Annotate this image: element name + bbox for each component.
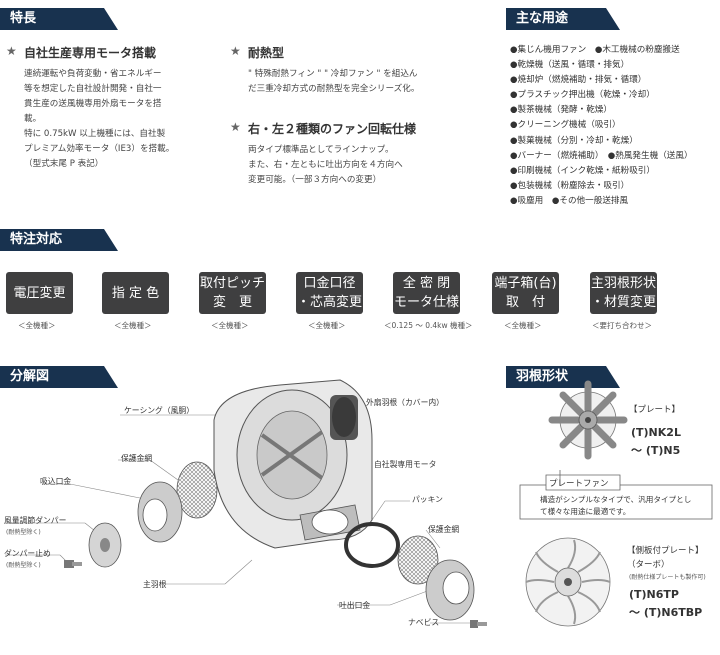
outlet-flange-drawing <box>425 559 475 621</box>
leader-lines <box>5 403 470 624</box>
plate-fan-callout <box>519 484 713 520</box>
uses-banner: 主な用途 <box>506 8 620 30</box>
blade-banner: 羽根形状 <box>506 366 620 388</box>
option-note: ＜全機種＞ <box>504 321 542 330</box>
list-item: ●クリーニング機械（吸引） <box>510 120 621 131</box>
turbo-model2: ～ (T)N6TBP <box>629 606 703 619</box>
blade-title: 羽根形状 <box>516 369 569 384</box>
option-note: ＜全機種＞ <box>211 321 249 330</box>
turbo-tag: 【側板付プレート】 <box>627 546 704 556</box>
feature2-heading: 耐熱型 <box>248 46 285 60</box>
option-flange-size: 口金口径 ・芯高変更 <box>296 272 363 314</box>
exploded-banner: 分解図 <box>0 366 118 388</box>
list-item: ●バーナー（燃焼補助） ●熱風発生機（送風） <box>510 150 693 161</box>
uses-title: 主な用途 <box>516 11 569 26</box>
packing-drawing <box>344 522 400 568</box>
bolt-drawing <box>470 620 487 628</box>
turbo-model1: (T)N6TP <box>629 588 679 601</box>
damper-drawing <box>88 522 122 568</box>
list-item: ●焼却炉（燃焼補助・排気・循環） <box>510 75 647 86</box>
list-item: ●製茶機械（発酵・乾燥） <box>510 105 613 116</box>
option-note: ＜全機種＞ <box>308 321 346 330</box>
list-item: ●プラスチック押出機（乾燥・冷却） <box>510 90 655 101</box>
turbo-sub: （ターボ） <box>627 560 670 570</box>
features-banner: 特長 <box>0 8 118 30</box>
label-damper-stop: ダンパー止め <box>4 549 51 558</box>
plate-fan-desc2: て様々な用途に最適です。 <box>540 507 631 516</box>
option-note: ＜0.125 ～ 0.4kw 機種＞ <box>384 321 473 330</box>
label-bolt: ナベビス <box>408 618 440 627</box>
label-damper-stop-note: (耐熱型除く) <box>6 562 41 569</box>
list-item: ●包装機械（粉塵除去・吸引） <box>510 180 630 191</box>
option-mount-pitch: 取付ピッチ 変 更 <box>199 272 266 314</box>
exploded-title: 分解図 <box>10 369 50 384</box>
list-item: ●集じん機用ファン ●木工機械の粉塵搬送 <box>510 45 680 55</box>
option-note: ＜要打ち合わせ＞ <box>592 321 652 330</box>
option-enclosed-motor: 全 密 閉 モータ仕様 <box>393 272 460 314</box>
option-blade-material: 主羽根形状 ・材質変更 <box>590 272 657 314</box>
uses-list: ●集じん機用ファン ●木工機械の粉塵搬送 ●乾燥機（送風・循環・排気） ●焼却炉… <box>510 43 720 209</box>
special-title: 特注対応 <box>10 232 63 247</box>
plate-fan-drawing <box>548 380 628 460</box>
features-title: 特長 <box>10 11 37 26</box>
casing-drawing <box>213 379 373 549</box>
damper-stop-drawing <box>64 560 82 568</box>
label-packing: パッキン <box>412 495 443 504</box>
label-outlet-flange: 吐出口金 <box>339 601 371 610</box>
label-motor: 自社製専用モータ <box>374 460 437 469</box>
list-item: ●製菓機械（分別・冷却・乾燥） <box>510 135 638 146</box>
label-inlet-flange: 吸込口金 <box>40 477 72 486</box>
feature3-heading: 右・左２種類のファン回転仕様 <box>248 122 417 136</box>
feature2-text: " 特殊耐熱フィン " " 冷却ファン " を組込ん だ三重冷却方式の耐熱型を完… <box>248 69 420 94</box>
feature1-heading: 自社生産専用モータ搭載 <box>24 46 157 60</box>
guard-net-outlet <box>397 535 439 585</box>
option-note: ＜全機種＞ <box>114 321 152 330</box>
option-color: 指 定 色 <box>102 272 169 314</box>
turbo-note: (耐熱仕様プレートも製作可) <box>629 574 706 581</box>
plate-fan-desc1: 構造がシンプルなタイプで、汎用タイプとし <box>540 495 692 504</box>
label-guard-net-inlet: 保護金網 <box>121 454 153 463</box>
plate-fan-title: プレートファン <box>549 479 609 489</box>
list-item: ●印刷機械（インク乾燥・紙粉吸引） <box>510 165 655 176</box>
label-main-fan: 主羽根 <box>143 580 167 589</box>
label-outer-fan: 外扇羽根（カバー内） <box>366 398 444 407</box>
star-icon: ★ <box>230 44 241 58</box>
label-guard-net-outlet: 保護金網 <box>428 525 460 534</box>
label-damper: 風量調節ダンパー <box>4 516 67 525</box>
option-note: ＜全機種＞ <box>18 321 56 330</box>
list-item: ●吸塵用 ●その他一般送排風 <box>510 195 629 206</box>
list-item: ●乾燥機（送風・循環・排気） <box>510 60 630 71</box>
option-voltage: 電圧変更 <box>6 272 73 314</box>
special-banner: 特注対応 <box>0 229 118 251</box>
label-casing: ケーシング（風胴） <box>124 406 195 415</box>
feature1-text: 連続運転や負荷変動・省エネルギー 等を想定した自社設計開発・自社一 貫生産の送風… <box>24 69 175 169</box>
inlet-flange-drawing <box>137 481 183 543</box>
star-icon: ★ <box>6 44 17 58</box>
plate-model2: ～ (T)N5 <box>631 444 681 457</box>
plate-tag: 【プレート】 <box>629 405 681 415</box>
feature3-text: 両タイプ標準品としてラインナップ。 また、右・左ともに吐出方向を４方向へ 変更可… <box>248 145 403 185</box>
option-terminal-box: 端子箱(台) 取 付 <box>492 272 559 314</box>
star-icon: ★ <box>230 120 241 134</box>
guard-net-inlet <box>176 461 218 519</box>
turbo-fan-drawing <box>525 537 611 627</box>
label-damper-note: (耐熱型除く) <box>6 529 41 536</box>
plate-model1: (T)NK2L <box>631 426 681 439</box>
